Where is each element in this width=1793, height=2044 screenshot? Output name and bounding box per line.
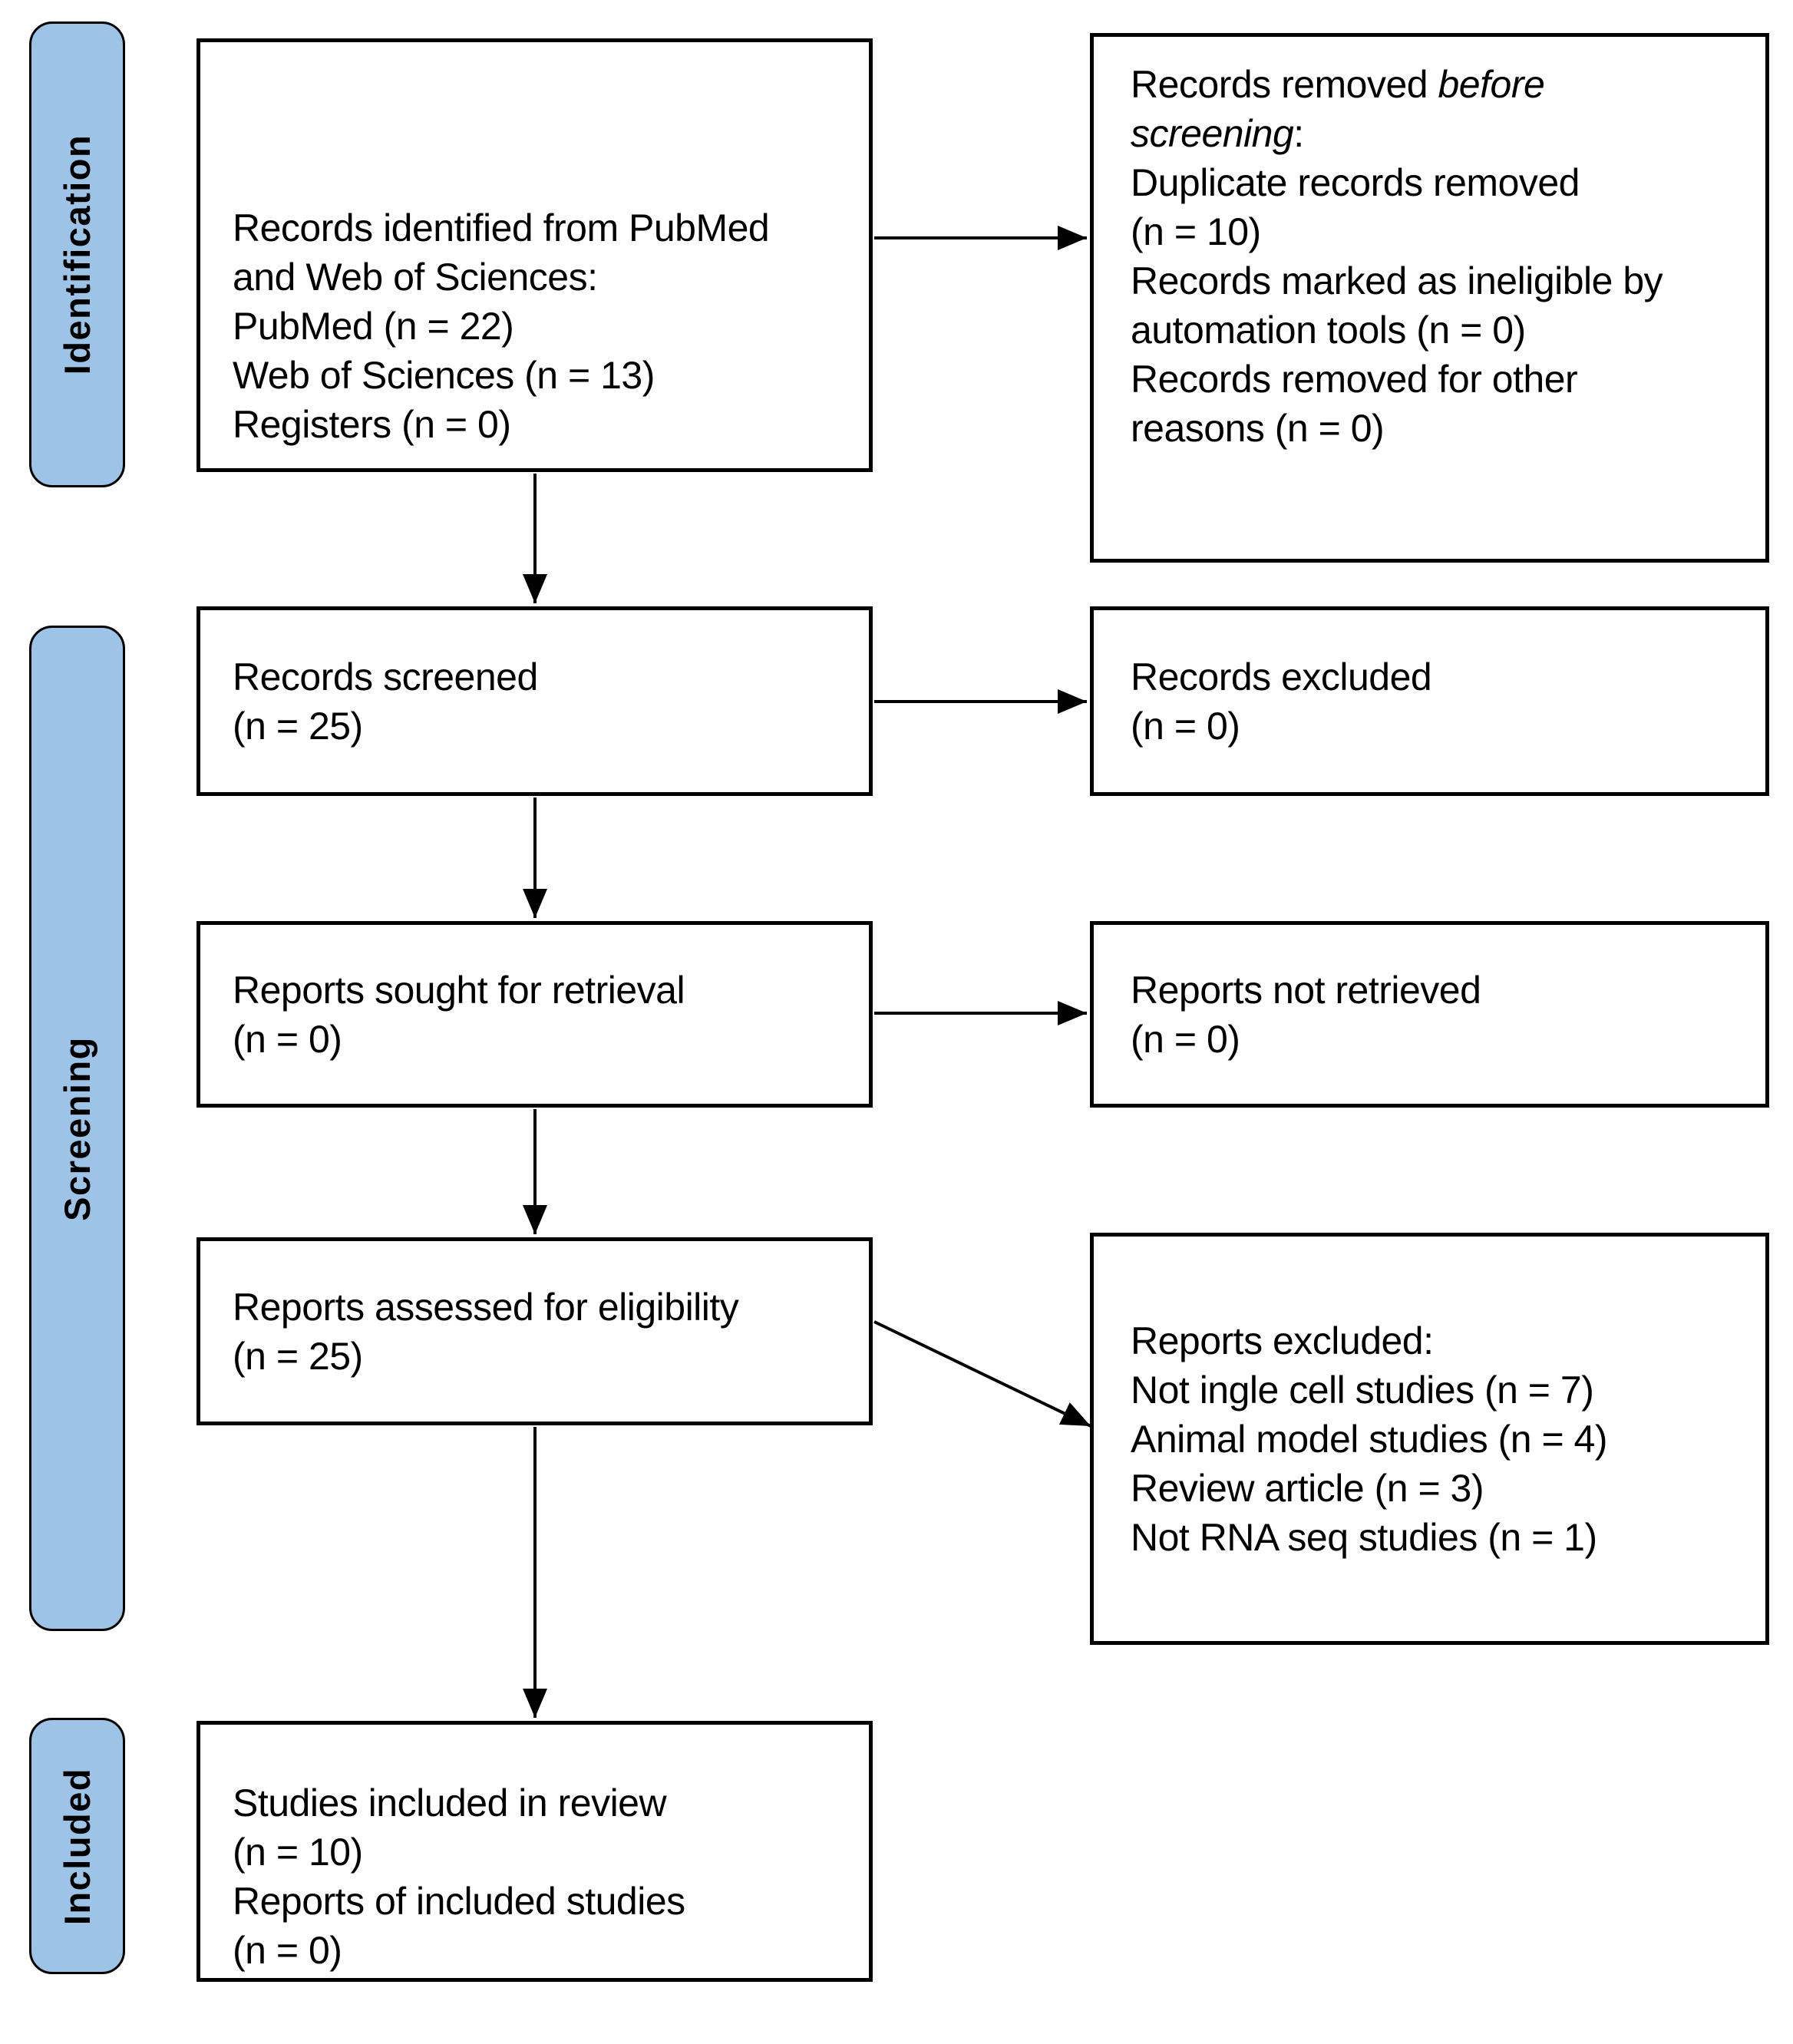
box-line: PubMed (n = 22) <box>233 305 514 348</box>
box-reports-assessed-for-eligibility: Reports assessed for eligibility (n = 25… <box>196 1237 873 1425</box>
box-line: (n = 25) <box>233 704 363 748</box>
box-line: Studies included in review <box>233 1781 667 1824</box>
box-records-excluded: Records excluded (n = 0) <box>1090 606 1769 796</box>
box-line: Reports of included studies <box>233 1880 685 1923</box>
box-line: Records removed for other <box>1131 358 1578 401</box>
box-records-removed-before-screening: Records removed before screening: Duplic… <box>1090 33 1769 563</box>
box-line: (n = 0) <box>1131 1017 1240 1061</box>
box-line: (n = 0) <box>233 1017 342 1061</box>
box-line: screening: <box>1131 112 1304 155</box>
box-line: Records marked as ineligible by <box>1131 259 1663 302</box>
box-reports-not-retrieved: Reports not retrieved (n = 0) <box>1090 921 1769 1108</box>
box-records-screened: Records screened (n = 25) <box>196 606 873 796</box>
box-line: Records screened <box>233 655 538 698</box>
box-line: Duplicate records removed <box>1131 161 1580 204</box>
box-reports-excluded: Reports excluded: Not ingle cell studies… <box>1090 1233 1769 1645</box>
box-line: Review article (n = 3) <box>1131 1466 1484 1510</box>
box-line: Registers (n = 0) <box>233 403 511 446</box>
box-line: automation tools (n = 0) <box>1131 309 1526 352</box>
stage-band-included: Included <box>29 1718 125 1974</box>
box-reports-sought-for-retrieval: Reports sought for retrieval (n = 0) <box>196 921 873 1108</box>
stage-label-included: Included <box>57 1767 98 1925</box>
box-line: (n = 10) <box>233 1831 363 1874</box>
box-studies-included-in-review: Studies included in review (n = 10) Repo… <box>196 1721 873 1982</box>
box-line: Not RNA seq studies (n = 1) <box>1131 1515 1597 1559</box>
box-line: Records removed before <box>1131 63 1545 106</box>
box-line: (n = 0) <box>1131 704 1240 748</box>
box-line: (n = 0) <box>233 1929 342 1972</box>
arrow-assessed-to-reports-excluded-icon <box>873 1320 1091 1428</box>
box-line: Records identified from PubMed <box>233 206 770 249</box>
box-records-identified: Records identified from PubMed and Web o… <box>196 38 873 472</box>
box-line: Web of Sciences (n = 13) <box>233 354 655 397</box>
box-line: Reports assessed for eligibility <box>233 1285 739 1329</box>
stage-band-screening: Screening <box>29 626 125 1631</box>
box-line: reasons (n = 0) <box>1131 407 1385 450</box>
box-line: Reports not retrieved <box>1131 968 1481 1012</box>
box-line: Reports excluded: <box>1131 1319 1434 1362</box>
stage-band-identification: Identification <box>29 21 125 487</box>
box-line: (n = 25) <box>233 1334 363 1378</box>
box-line: Records excluded <box>1131 655 1432 698</box>
box-line: Animal model studies (n = 4) <box>1131 1417 1608 1461</box>
box-line: Reports sought for retrieval <box>233 968 685 1012</box>
box-line: Not ingle cell studies (n = 7) <box>1131 1368 1594 1412</box>
stage-label-identification: Identification <box>57 134 98 375</box>
box-line: and Web of Sciences: <box>233 256 598 299</box>
box-line: (n = 10) <box>1131 210 1261 253</box>
stage-label-screening: Screening <box>57 1035 97 1221</box>
